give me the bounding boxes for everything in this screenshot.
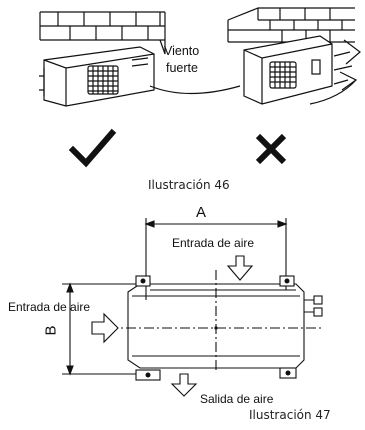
pipe-connectors <box>304 295 323 317</box>
outdoor-unit-right <box>243 35 333 105</box>
wind-label-line1: Viento <box>164 44 200 58</box>
cross-icon <box>255 133 287 165</box>
check-icon <box>68 128 117 168</box>
outlet-label: Salida de aire <box>200 392 274 406</box>
wind-line <box>149 85 241 95</box>
brick-wall-right <box>227 7 355 43</box>
inlet-top-label: Entrada de aire <box>172 236 255 250</box>
center-lines <box>108 270 322 372</box>
illustration-46-drawing <box>39 7 361 168</box>
caption-illustration-46: Ilustración 46 <box>148 178 230 192</box>
caption-illustration-47: Ilustración 47 <box>249 408 331 422</box>
outdoor-unit-left <box>39 46 155 107</box>
brick-wall-left <box>39 11 166 55</box>
dimension-b-label: B <box>42 325 60 336</box>
arrow-inlet-left <box>91 312 119 344</box>
dimension-a-label: A <box>196 204 207 221</box>
correct-mark <box>68 128 117 168</box>
arrow-outlet-bottom <box>170 373 198 397</box>
dimension-b <box>62 282 140 376</box>
inlet-left-label: Entrada de aire <box>8 300 91 314</box>
wind-arrows <box>309 39 361 105</box>
bolt-marks <box>140 278 291 378</box>
dimension-a <box>144 218 288 300</box>
wind-label-line2: fuerte <box>166 61 198 75</box>
arrow-inlet-top <box>226 255 254 281</box>
wrong-mark <box>255 133 287 165</box>
